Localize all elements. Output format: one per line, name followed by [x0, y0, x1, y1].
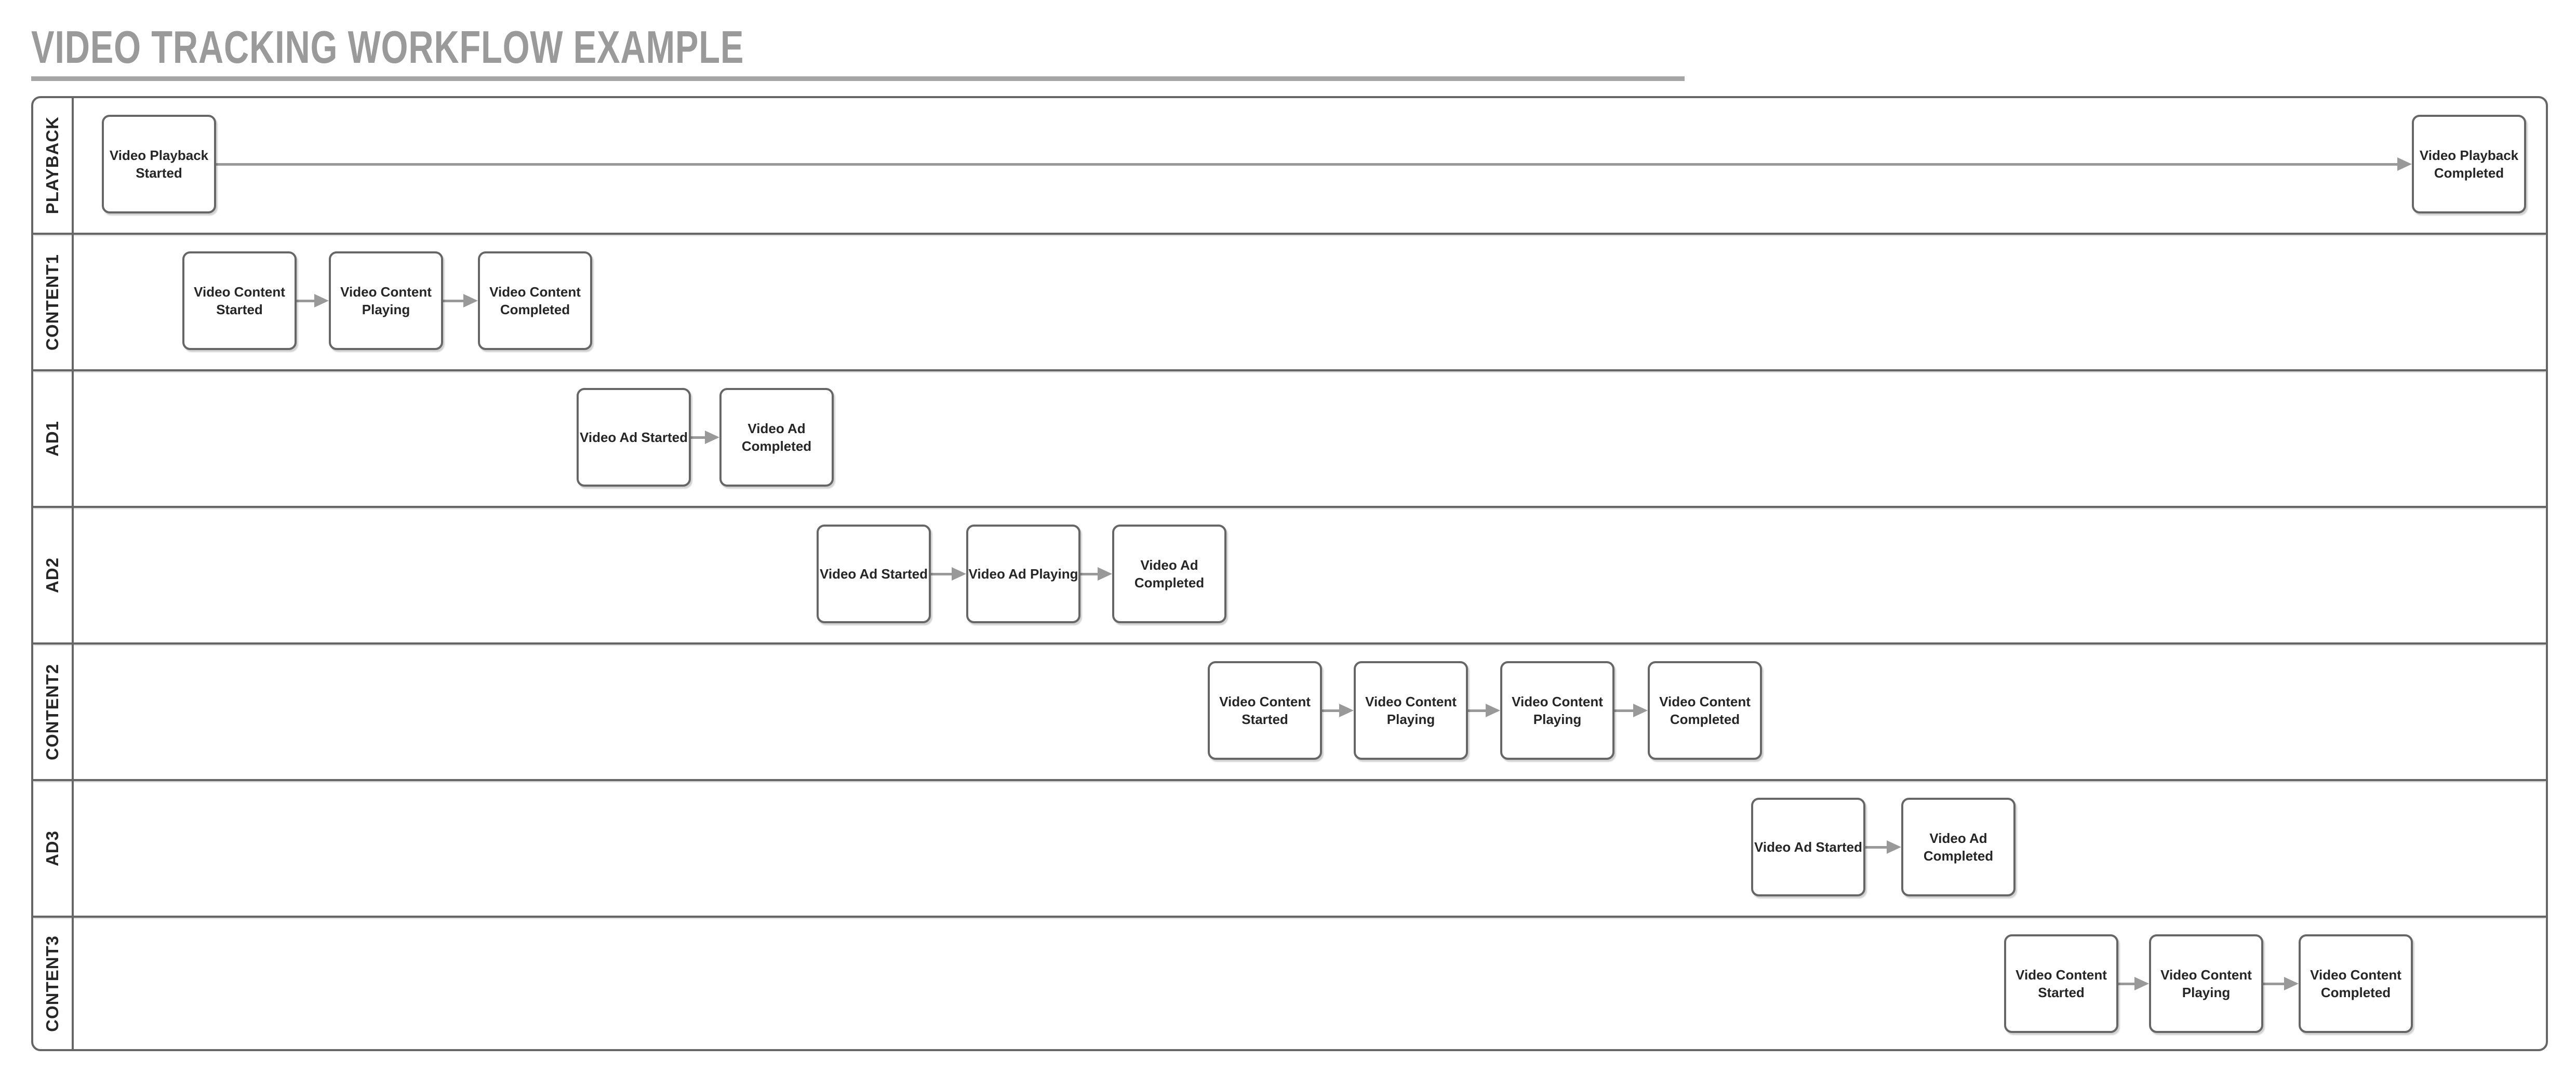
node-video-content-playing: Video Content Playing	[329, 251, 443, 350]
node-video-content-playing: Video Content Playing	[1354, 661, 1468, 760]
lane-header-playback: PLAYBACK	[33, 98, 74, 233]
flow-arrow-shaft	[443, 300, 463, 302]
flow-arrow-shaft	[691, 436, 705, 439]
flow-arrow-head	[463, 294, 478, 307]
flow-arrow-shaft	[2263, 983, 2284, 985]
node-video-ad-playing: Video Ad Playing	[966, 525, 1080, 623]
flow-arrow-head	[1486, 704, 1500, 717]
lane-content3: CONTENT3	[33, 918, 2546, 1049]
flow-arrow-shaft	[1322, 709, 1339, 712]
flow-arrow-head	[1339, 704, 1354, 717]
lane-ad3: AD3	[33, 781, 2546, 918]
lane-label: PLAYBACK	[43, 116, 62, 214]
flow-arrow-head	[2284, 977, 2299, 990]
lane-header-ad3: AD3	[33, 781, 74, 916]
node-video-ad-completed: Video Ad Completed	[719, 388, 834, 487]
node-video-content-completed: Video Content Completed	[2299, 934, 2413, 1033]
flow-arrow-head	[705, 431, 719, 444]
flow-arrow-shaft	[1080, 573, 1098, 575]
flow-arrow-head	[2134, 977, 2149, 990]
lane-ad1: AD1	[33, 371, 2546, 508]
lane-playback: PLAYBACK	[33, 98, 2546, 235]
node-video-content-started: Video Content Started	[1208, 661, 1322, 760]
flow-arrow-shaft	[297, 300, 314, 302]
node-video-content-started: Video Content Started	[2004, 934, 2118, 1033]
flow-arrow-head	[1887, 840, 1901, 854]
node-video-playback-started: Video Playback Started	[102, 115, 216, 213]
lane-content1: CONTENT1	[33, 235, 2546, 371]
swimlane-frame: PLAYBACK CONTENT1 AD1 AD2 CONTENT2 AD3 C…	[31, 96, 2548, 1051]
flow-arrow-head	[952, 567, 966, 581]
lane-label: CONTENT3	[43, 935, 62, 1032]
lane-ad2: AD2	[33, 508, 2546, 645]
flow-arrow-shaft	[216, 163, 2397, 166]
flow-arrow-shaft	[1614, 709, 1633, 712]
node-video-content-playing: Video Content Playing	[2149, 934, 2263, 1033]
flow-arrow-head	[1633, 704, 1648, 717]
flow-arrow-head	[2397, 157, 2412, 171]
lane-header-ad1: AD1	[33, 371, 74, 506]
node-video-content-started: Video Content Started	[182, 251, 297, 350]
lane-label: AD1	[43, 420, 62, 457]
node-video-ad-completed: Video Ad Completed	[1112, 525, 1226, 623]
node-video-content-playing: Video Content Playing	[1500, 661, 1614, 760]
node-video-playback-completed: Video Playback Completed	[2412, 115, 2526, 213]
lane-label: CONTENT2	[43, 663, 62, 760]
lane-header-content1: CONTENT1	[33, 235, 74, 369]
lane-label: CONTENT1	[43, 253, 62, 351]
lane-label: AD3	[43, 830, 62, 867]
flow-arrow-shaft	[1468, 709, 1486, 712]
flow-arrow-head	[314, 294, 329, 307]
lane-header-content3: CONTENT3	[33, 918, 74, 1049]
flow-arrow-shaft	[2118, 983, 2134, 985]
flow-arrow-shaft	[1865, 846, 1887, 849]
lane-header-content2: CONTENT2	[33, 645, 74, 779]
node-video-content-completed: Video Content Completed	[478, 251, 592, 350]
node-video-ad-started: Video Ad Started	[577, 388, 691, 487]
node-video-content-completed: Video Content Completed	[1648, 661, 1762, 760]
node-video-ad-started: Video Ad Started	[1751, 798, 1865, 896]
node-video-ad-started: Video Ad Started	[817, 525, 931, 623]
lane-label: AD2	[43, 557, 62, 594]
page-title: VIDEO TRACKING WORKFLOW EXAMPLE	[31, 21, 744, 73]
lane-header-ad2: AD2	[33, 508, 74, 642]
flow-arrow-shaft	[931, 573, 952, 575]
title-underline	[31, 76, 1685, 81]
node-video-ad-completed: Video Ad Completed	[1901, 798, 2016, 896]
flow-arrow-head	[1098, 567, 1112, 581]
lane-content2: CONTENT2	[33, 645, 2546, 781]
